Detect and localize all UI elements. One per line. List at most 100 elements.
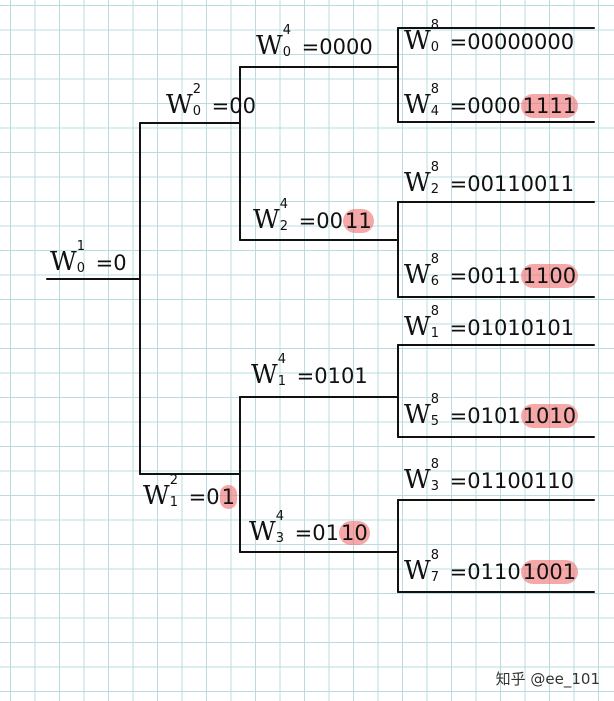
node-bits: 01 <box>312 521 339 545</box>
node-letter: W <box>404 260 431 290</box>
node-letter: W <box>256 31 283 61</box>
node-bits: 01100110 <box>467 469 575 493</box>
node-letter: W <box>404 400 431 430</box>
node-superscript: 4 <box>279 197 289 212</box>
node-bits-highlight: 10 <box>338 521 370 545</box>
node-bits-highlight: 1111 <box>520 94 579 118</box>
node-subscript: 1 <box>430 326 440 341</box>
node-letter: W <box>404 556 431 586</box>
node-equals: = <box>449 30 468 54</box>
node-subscript: 3 <box>275 531 285 546</box>
node-bits: 0011 <box>467 264 521 288</box>
node-superscript: 8 <box>430 18 440 33</box>
node-superscript: 8 <box>430 160 440 175</box>
node-bits-highlight: 1001 <box>520 560 579 584</box>
node-bits-highlight: 1 <box>219 485 237 509</box>
node-letter: W <box>404 26 431 56</box>
node-letter: W <box>143 481 170 511</box>
node-subscript: 7 <box>430 570 440 585</box>
node-superscript: 8 <box>430 457 440 472</box>
node-equals: = <box>95 251 114 275</box>
node-letter: W <box>404 312 431 342</box>
node-subscript: 5 <box>430 414 440 429</box>
node-bits: 00000000 <box>467 30 575 54</box>
node-superscript: 4 <box>275 509 285 524</box>
node-superscript: 8 <box>430 548 440 563</box>
node-equals: = <box>301 35 320 59</box>
node-bits: 0000 <box>467 94 521 118</box>
node-superscript: 1 <box>76 239 86 254</box>
node-equals: = <box>449 560 468 584</box>
node-subscript: 1 <box>277 374 287 389</box>
node-bits-highlight: 11 <box>342 209 374 233</box>
node-subscript: 0 <box>192 104 202 119</box>
node-bits: 00110011 <box>467 172 575 196</box>
node-subscript: 2 <box>430 182 440 197</box>
node-subscript: 0 <box>76 261 86 276</box>
node-letter: W <box>251 360 278 390</box>
node-superscript: 8 <box>430 304 440 319</box>
node-equals: = <box>449 316 468 340</box>
node-bits: 00 <box>229 94 256 118</box>
node-subscript: 6 <box>430 274 440 289</box>
node-bits: 0110 <box>467 560 521 584</box>
node-bits: 0101 <box>467 404 521 428</box>
node-equals: = <box>449 264 468 288</box>
node-equals: = <box>296 364 315 388</box>
node-equals: = <box>188 485 207 509</box>
node-equals: = <box>211 94 230 118</box>
node-superscript: 8 <box>430 82 440 97</box>
node-subscript: 0 <box>282 45 292 60</box>
node-bits: 0 <box>113 251 127 275</box>
node-equals: = <box>294 521 313 545</box>
node-subscript: 3 <box>430 479 440 494</box>
node-superscript: 8 <box>430 392 440 407</box>
node-bits: 0101 <box>314 364 368 388</box>
node-superscript: 4 <box>282 23 292 38</box>
node-letter: W <box>404 168 431 198</box>
node-bits: 0000 <box>319 35 373 59</box>
node-subscript: 2 <box>279 219 289 234</box>
node-letter: W <box>404 90 431 120</box>
node-superscript: 4 <box>277 352 287 367</box>
node-bits-highlight: 1100 <box>520 264 579 288</box>
node-subscript: 1 <box>169 495 179 510</box>
node-bits: 0 <box>206 485 220 509</box>
node-superscript: 8 <box>430 252 440 267</box>
node-superscript: 2 <box>169 473 179 488</box>
node-bits: 00 <box>316 209 343 233</box>
node-equals: = <box>449 469 468 493</box>
node-letter: W <box>253 205 280 235</box>
node-letter: W <box>404 465 431 495</box>
node-letter: W <box>50 247 77 277</box>
node-equals: = <box>449 404 468 428</box>
